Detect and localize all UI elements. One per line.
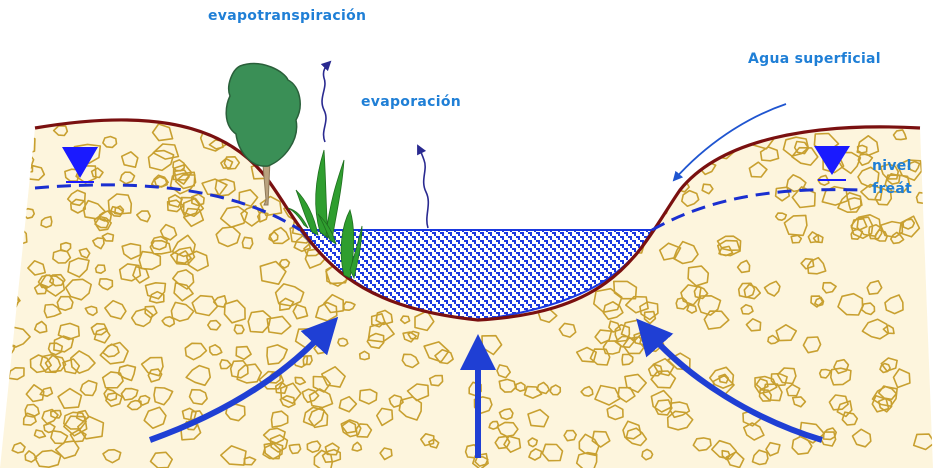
evaporation-label: evaporación: [361, 94, 461, 110]
evapotranspiration-label: evapotranspiración: [208, 8, 366, 24]
vapor-arrow-icon: [418, 146, 428, 228]
water-table-label-line2: freát: [872, 181, 912, 197]
surface-water-label: Agua superficial: [748, 51, 881, 67]
vapor-arrow-icon: [322, 62, 330, 142]
water-table-label-line1: nivel: [872, 158, 912, 174]
